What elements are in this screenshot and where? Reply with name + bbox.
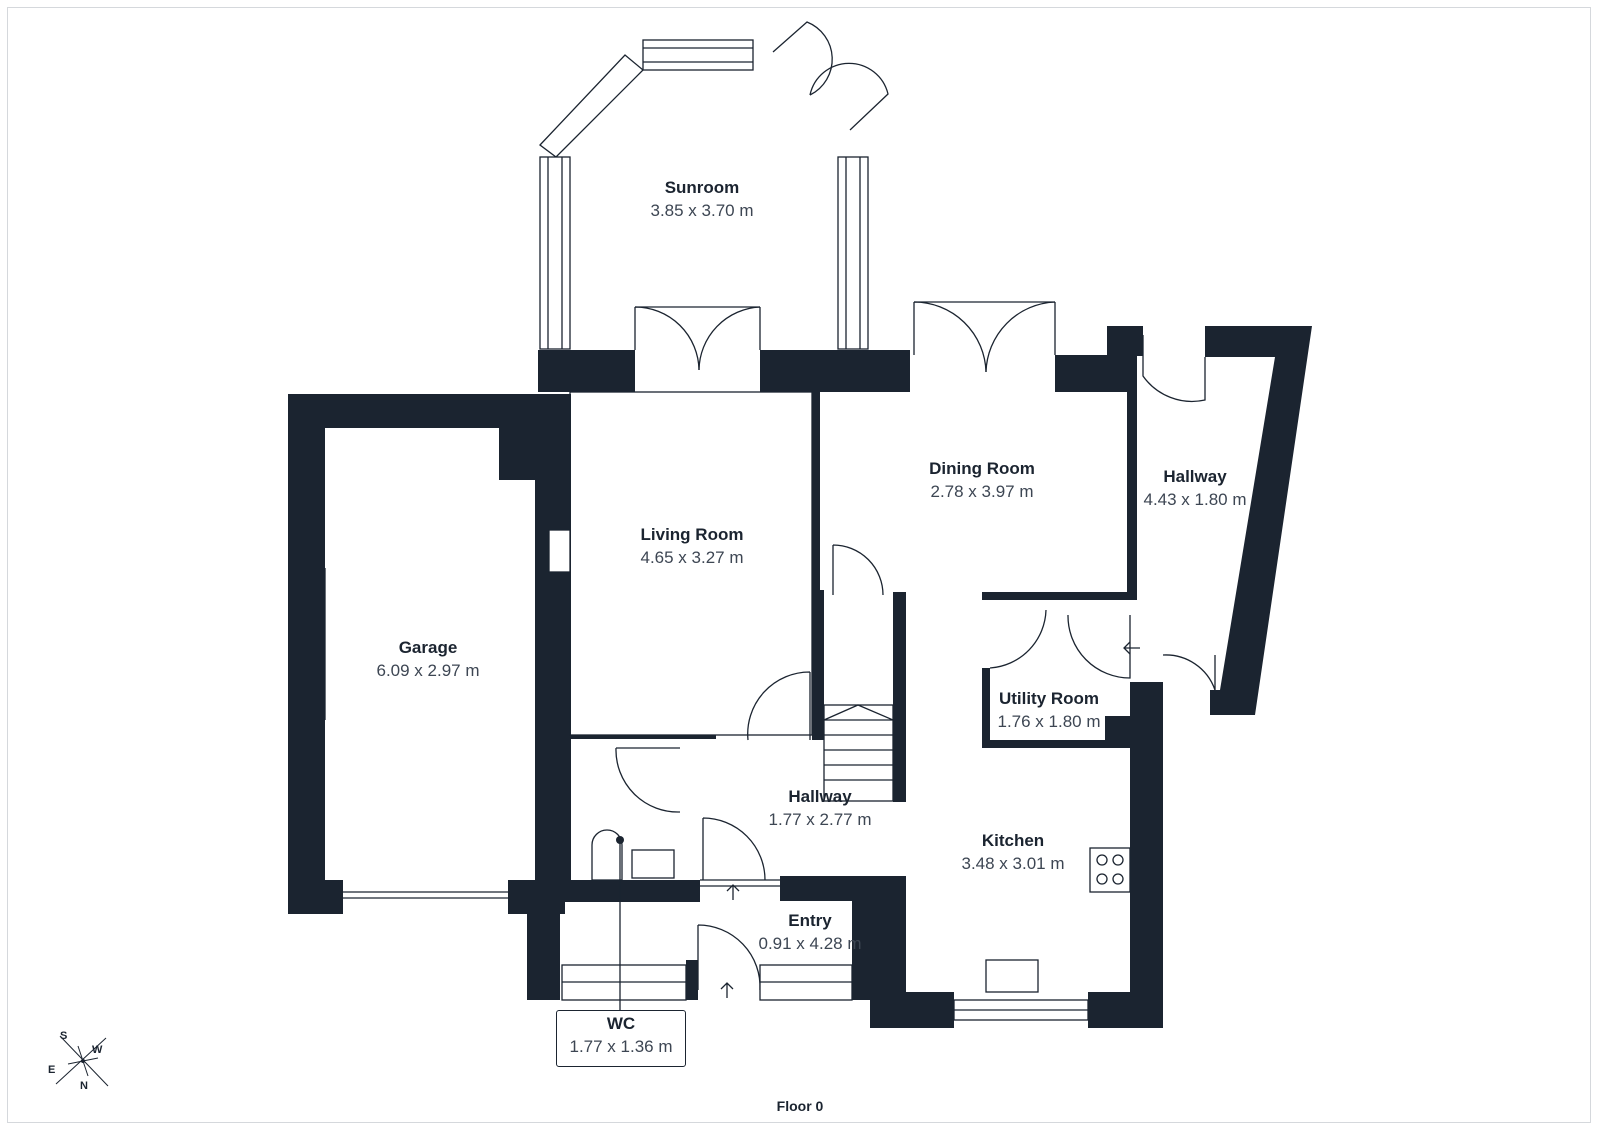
stairs-door-arc [832, 544, 884, 596]
kitchen-sink [985, 959, 1039, 993]
drawing-frame [7, 7, 1591, 1123]
room-label-hallway-east: Hallway 4.43 x 1.80 m [1130, 466, 1260, 512]
wall-utility-se [1105, 716, 1163, 742]
wall-kitchen-south-e [1088, 992, 1163, 1028]
room-name: Entry [788, 911, 832, 930]
wall-entry-sw [686, 960, 698, 1000]
utility-door-2 [1067, 614, 1131, 679]
wall-sunroom-sw [538, 350, 635, 392]
entry-door-arc [702, 817, 766, 881]
entry-arrow-1 [726, 884, 740, 900]
wall-garage-sw [288, 880, 343, 914]
wc-basin [631, 849, 675, 879]
fireplace [548, 529, 571, 573]
dining-door-arc-1 [913, 301, 987, 373]
room-label-living-room: Living Room 4.65 x 3.27 m [622, 524, 762, 570]
thin-lines [324, 21, 1216, 1021]
room-dimensions: 3.85 x 3.70 m [650, 201, 754, 220]
wall-garage-west [288, 394, 325, 914]
sunroom-window-nw [539, 54, 644, 158]
sunroom-window-w [539, 156, 571, 350]
wall-garage-north-step [499, 394, 538, 480]
wall-hallway-east-top [1107, 326, 1143, 356]
room-label-entry: Entry 0.91 x 4.28 m [740, 910, 880, 956]
living-door-arc-1 [634, 306, 700, 371]
room-label-dining-room: Dining Room 2.78 x 3.97 m [912, 458, 1052, 504]
compass-n: N [80, 1080, 88, 1092]
hallway-wc-door [615, 747, 681, 813]
sunroom-window-n [642, 39, 754, 71]
sunroom-window-e [837, 156, 869, 350]
room-name: Dining Room [929, 459, 1035, 478]
wall-entry-se [852, 900, 872, 1000]
room-dimensions: 6.09 x 2.97 m [376, 661, 480, 680]
wc-leader-dot [616, 836, 624, 844]
room-label-garage: Garage 6.09 x 2.97 m [358, 637, 498, 683]
room-label-sunroom: Sunroom 3.85 x 3.70 m [632, 177, 772, 223]
stairs-treads [823, 704, 894, 781]
room-label-hallway-central: Hallway 1.77 x 2.77 m [750, 786, 890, 832]
sunroom-door-arc-1 [772, 21, 833, 96]
wc-label-box [556, 1010, 686, 1067]
room-name: Kitchen [981, 831, 1045, 850]
hallway-east-door [1142, 335, 1206, 403]
walls [288, 326, 1312, 1028]
compass-icon [55, 1035, 109, 1087]
room-name: WC [606, 1014, 636, 1033]
room-dimensions: 1.77 x 2.77 m [768, 810, 872, 829]
sunroom-door-arc-2 [809, 62, 889, 131]
wc-toilet [591, 829, 623, 881]
compass-e: E [48, 1064, 56, 1076]
hallway-living-door [747, 671, 811, 741]
room-label-utility-room: Utility Room 1.76 x 1.80 m [982, 688, 1116, 734]
wall-garage-north [288, 394, 538, 428]
room-dimensions: 0.91 x 4.28 m [758, 934, 862, 953]
wall-wc-north-e [625, 880, 700, 902]
wall-garage-east [535, 394, 571, 884]
utility-door-1 [989, 609, 1047, 669]
compass-w: W [92, 1044, 103, 1056]
room-dimensions: 2.78 x 3.97 m [930, 482, 1034, 501]
utility-arrow [1123, 641, 1140, 655]
wall-sunroom-se [760, 350, 910, 392]
wall-stairs-west [812, 590, 824, 740]
room-name: Sunroom [664, 178, 740, 197]
hallway-utility-door [1162, 654, 1216, 691]
wall-wc-west [527, 880, 560, 1000]
wall-dining-east [1127, 355, 1137, 595]
wall-wc-north-w [565, 880, 625, 902]
compass-rose: S W E N [48, 1030, 118, 1092]
room-name: Hallway [1163, 467, 1227, 486]
room-label-wc: WC 1.77 x 1.36 m [556, 1013, 686, 1059]
room-dimensions: 3.48 x 3.01 m [961, 854, 1065, 873]
wall-utility-north [982, 592, 1137, 600]
kitchen-hob [1089, 847, 1131, 893]
room-name: Garage [398, 638, 458, 657]
wall-living-se [570, 735, 716, 739]
room-name: Living Room [640, 525, 744, 544]
wall-hallway-kitchen [780, 876, 906, 901]
entry-arrow-2 [720, 982, 734, 998]
wall-stairs-east [893, 592, 906, 802]
wall-utility-west [982, 668, 990, 744]
dining-door-arc-2 [985, 301, 1056, 373]
wall-dining-ne [1055, 355, 1135, 392]
room-name: Utility Room [998, 689, 1100, 708]
compass-s: S [60, 1030, 68, 1042]
floor-label: Floor 0 [776, 1098, 824, 1114]
room-dimensions: 1.76 x 1.80 m [997, 712, 1101, 731]
room-label-kitchen: Kitchen 3.48 x 3.01 m [943, 830, 1083, 876]
wall-living-east [812, 390, 820, 590]
wall-kitchen-south-w [870, 992, 954, 1028]
room-dimensions: 4.65 x 3.27 m [640, 548, 744, 567]
wall-hallway-east-slant [1205, 326, 1312, 715]
wall-utility-south [982, 740, 1132, 748]
living-door-arc-2 [698, 306, 761, 371]
front-door-arc [697, 924, 761, 991]
room-dimensions: 4.43 x 1.80 m [1143, 490, 1247, 509]
room-name: Hallway [788, 787, 852, 806]
room-dimensions: 1.77 x 1.36 m [569, 1037, 673, 1056]
